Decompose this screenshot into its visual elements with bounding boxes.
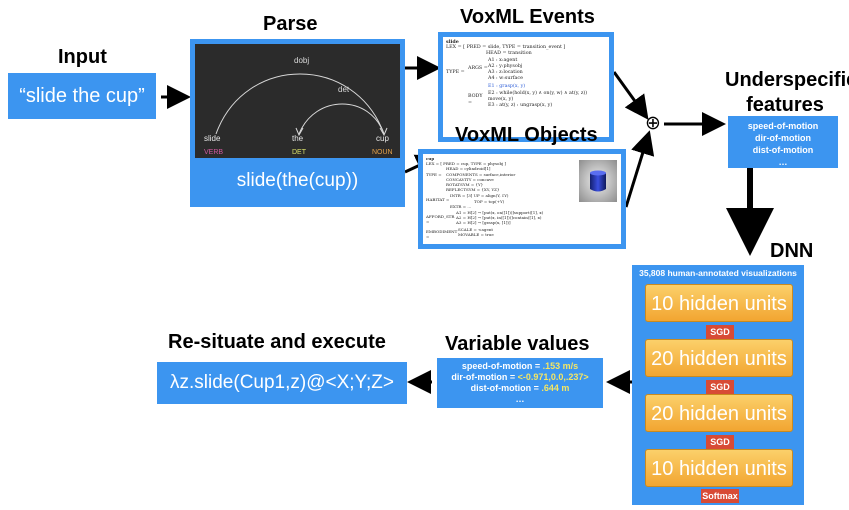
word-cup: cup (376, 134, 389, 143)
voxml-events-card: slide LEX = [ PRED = slide, TYPE = trans… (443, 37, 609, 137)
object-line-14: MOVABLE = true (458, 231, 494, 237)
object-label-type: TYPE = (426, 172, 442, 178)
underspecified-title: Underspecified features (725, 69, 849, 116)
combine-icon: ⊕ (645, 112, 661, 134)
dnn-title: DNN (770, 240, 814, 262)
word-the: the (292, 134, 304, 143)
hidden-layer-3: 20 hidden units (645, 394, 793, 432)
arc-label-dobj: dobj (294, 56, 309, 65)
object-line-8: TOP = top(+Y) (474, 198, 505, 204)
object-line-11: A2 = H[2] → [put(x, in([1]))]contain([1]… (456, 215, 542, 221)
word-slide: slide (204, 134, 221, 143)
variable-value: .153 m/s (542, 361, 579, 371)
object-line-13: SCALE = <agent (458, 226, 494, 232)
variable-label: dir-of-motion = (451, 372, 518, 382)
feature-item: dir-of-motion (755, 133, 811, 143)
optimizer-label-1: SGD (706, 325, 734, 339)
dependency-panel: dobj det slide the cup VERB DET NOUN (195, 44, 400, 158)
object-line-6: REFLECTSYM = {XY, YZ} (446, 187, 500, 193)
object-line-12: A3 = H[2] → [grasp(x, [1])] (456, 220, 511, 226)
event-line-8: E2 : while(hold(x, y) ∧ on(y, w) ∧ at(y,… (488, 90, 588, 96)
object-label-embodiment: EMBODIMENT = (426, 228, 458, 239)
softmax-label: Softmax (701, 489, 739, 503)
input-title: Input (58, 46, 107, 68)
hidden-layer-4: 10 hidden units (645, 449, 793, 487)
event-line-1: LEX = [ PRED = slide, TYPE = transition_… (446, 45, 566, 51)
dobj-arc (215, 73, 385, 135)
arrow-events-to-combine (612, 71, 649, 120)
dobj-arrowhead (379, 127, 388, 137)
event-line-5: A3 : z:location (488, 70, 523, 76)
object-line-7: INTR = [3] UP = align(Y, ℰY) (450, 193, 509, 199)
event-line-9: move(x, y) (488, 96, 514, 102)
object-line-9: EXTR = ... (450, 203, 472, 209)
object-line-2: HEAD = cylindroid[1] (446, 166, 491, 172)
resituate-box: λz.slide(Cup1,z)@<X;Y;Z> (157, 362, 407, 404)
object-line-4: CONCAVITY = concave (446, 176, 494, 182)
pos-noun: NOUN (372, 149, 393, 156)
parse-box: dobj det slide the cup VERB DET NOUN sli… (190, 39, 405, 207)
event-label-body: BODY = (468, 94, 483, 106)
pos-det: DET (292, 149, 307, 156)
voxml-events-title: VoxML Events (460, 6, 595, 28)
variable-value: <-0.971,0.0,.237> (517, 372, 589, 382)
object-line-1: LEX = [ PRED = cup, TYPE = physobj ] (426, 161, 507, 167)
event-line-2: HEAD = transition (486, 51, 532, 57)
variable-label: speed-of-motion = (461, 361, 543, 371)
resituate-title: Re-situate and execute (168, 331, 386, 353)
optimizer-label-3: SGD (706, 435, 734, 449)
pos-verb: VERB (204, 149, 223, 156)
object-label-afford: AFFORD_STR = (426, 214, 455, 225)
event-line-4: A2 : y:physobj (488, 63, 523, 69)
event-line-3: A1 : x:agent (488, 57, 518, 63)
voxml-objects-box: cup LEX = [ PRED = cup, TYPE = physobj ]… (418, 149, 626, 249)
object-line-5: ROTATSYM = {Y} (446, 182, 484, 188)
underspecified-box: speed-of-motion dir-of-motion dist-of-mo… (728, 116, 838, 168)
feature-item: speed-of-motion (747, 121, 819, 131)
variable-label: dist-of-motion = (470, 383, 542, 393)
hidden-layer-1: 10 hidden units (645, 284, 793, 322)
event-line-7: E1 : grasp(x, y) (488, 84, 526, 90)
input-text: “slide the cup” (19, 85, 145, 107)
event-line-6: A4 : w:surface (488, 76, 523, 82)
event-line-10: E3 : at(y, z) : ungrasp(x, y) (488, 103, 553, 109)
arc-label-det: det (338, 85, 350, 94)
voxml-events-box: slide LEX = [ PRED = slide, TYPE = trans… (438, 32, 614, 142)
det-arc (298, 103, 385, 135)
hidden-layer-2: 20 hidden units (645, 339, 793, 377)
feature-item: dist-of-motion (752, 145, 814, 155)
variable-value: .644 m (541, 383, 570, 393)
dnn-caption: 35,808 human-annotated visualizations (639, 268, 797, 278)
event-line-0: slide (446, 39, 459, 45)
variable-row: dist-of-motion = .644 m (437, 383, 603, 394)
event-label-type: TYPE = (446, 69, 465, 75)
object-line-3: COMPONENTS = surface,interior (446, 171, 516, 177)
input-box: “slide the cup” (8, 73, 156, 119)
feature-item: … (778, 157, 788, 167)
variable-values-title: Variable values (445, 333, 590, 355)
variable-values-box: speed-of-motion = .153 m/s dir-of-motion… (437, 358, 603, 408)
variable-row: dir-of-motion = <-0.971,0.0,.237> (437, 372, 603, 383)
object-line-0: cup (426, 156, 435, 161)
logical-form: slide(the(cup)) (236, 170, 359, 191)
parse-title: Parse (263, 13, 318, 35)
voxml-objects-card: cup LEX = [ PRED = cup, TYPE = physobj ]… (423, 154, 621, 244)
voxml-objects-title: VoxML Objects (455, 124, 598, 146)
cup-image (579, 160, 617, 202)
object-line-10: A1 = H[2] → [put(x, on([1]))]support([1]… (456, 210, 544, 216)
optimizer-label-2: SGD (706, 380, 734, 394)
arrow-objects-to-combine (624, 130, 655, 208)
det-arrowhead (295, 127, 304, 137)
variable-ellipsis: … (515, 394, 525, 404)
event-label-args: ARGS = (468, 65, 488, 71)
variable-row: speed-of-motion = .153 m/s (437, 361, 603, 372)
resituate-expression: λz.slide(Cup1,z)@<X;Y;Z> (170, 372, 394, 393)
object-label-habitat: HABITAT = (426, 197, 450, 203)
